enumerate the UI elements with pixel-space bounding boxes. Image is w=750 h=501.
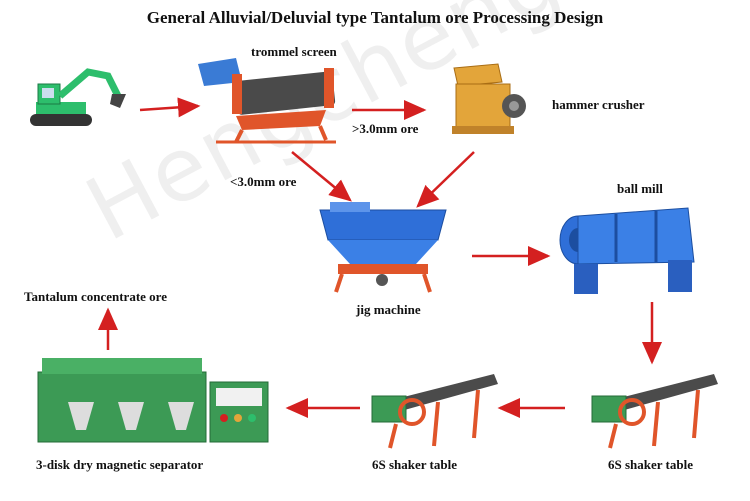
hammer-crusher-icon <box>452 63 526 134</box>
label-shaker-table-1: 6S shaker table <box>372 457 457 472</box>
label-gt3mm-ore: >3.0mm ore <box>352 121 419 136</box>
label-ball-mill: ball mill <box>617 181 663 196</box>
diagram-title: General Alluvial/Deluvial type Tantalum … <box>146 8 604 27</box>
arrow-crusher-to-jig <box>416 151 475 208</box>
arrow-excavator-to-trommel <box>139 97 201 118</box>
trommel-screen-icon <box>198 58 336 144</box>
shaker-table-2-icon <box>591 374 718 449</box>
label-magnetic-separator: 3-disk dry magnetic separator <box>36 457 204 472</box>
ball-mill-icon <box>559 207 695 294</box>
label-trommel-screen: trommel screen <box>251 44 337 59</box>
label-tantalum-concentrate: Tantalum concentrate ore <box>24 289 167 304</box>
label-hammer-crusher: hammer crusher <box>552 97 645 112</box>
label-jig-machine: jig machine <box>356 302 421 317</box>
shaker-table-1-icon <box>371 374 498 449</box>
arrow-trommel-to-jig <box>291 151 352 202</box>
label-lt3mm-ore: <3.0mm ore <box>230 174 297 189</box>
excavator-icon <box>30 68 126 126</box>
jig-machine-icon <box>319 202 447 293</box>
label-shaker-table-2: 6S shaker table <box>608 457 693 472</box>
magnetic-separator-icon <box>37 358 269 443</box>
